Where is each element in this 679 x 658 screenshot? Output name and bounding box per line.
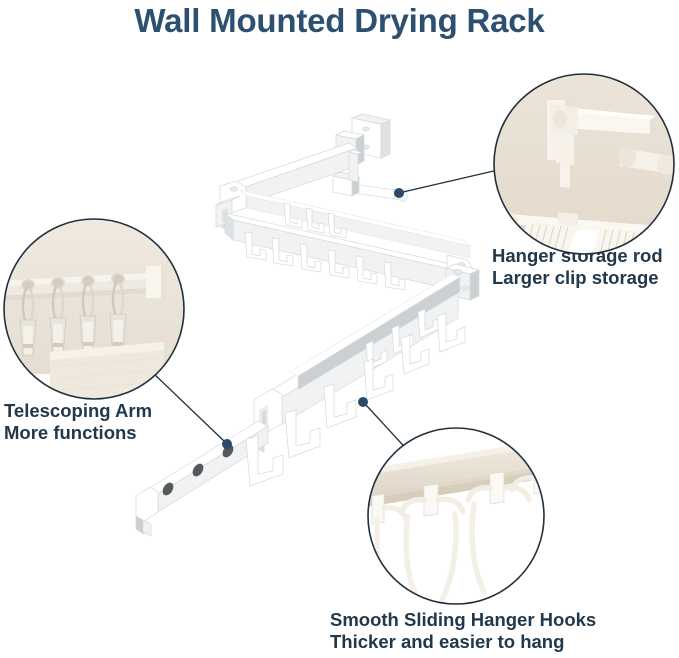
inset-sliding-hooks (367, 427, 545, 605)
callout-dots (222, 188, 404, 449)
inset-hanger-storage (493, 73, 675, 255)
upper-rack-unit (215, 113, 473, 301)
inset-telescoping-arm (3, 218, 185, 400)
upper-hook-row-back (283, 202, 347, 239)
metal-clip (79, 283, 97, 357)
callout-dot-hanger[interactable] (394, 188, 404, 198)
telescoping-arm (135, 420, 269, 535)
callout-line-hanger (402, 169, 499, 193)
callout-line-telescoping (151, 371, 225, 442)
sliding-hanger-hook (465, 471, 532, 595)
callout-dot-telescoping[interactable] (222, 439, 232, 449)
page-title: Wall Mounted Drying Rack (134, 2, 545, 39)
callout-caption-telescoping-arm: Telescoping Arm More functions (4, 400, 153, 443)
lower-hook-row-front (245, 312, 466, 487)
upper-vertical-connector (347, 149, 364, 183)
upper-front-rail (224, 212, 464, 293)
metal-clip (49, 285, 67, 357)
callout-connectors (151, 169, 499, 456)
callout-dot-hooks[interactable] (358, 397, 368, 407)
sliding-hanger-hook (399, 483, 466, 603)
lower-rack-unit (135, 263, 481, 537)
metal-clip (19, 287, 37, 357)
upper-hook-row-front (244, 231, 406, 291)
upper-back-rail (239, 189, 471, 259)
lower-back-rail (289, 273, 461, 391)
callout-caption-sliding-hooks: Smooth Sliding Hanger Hooks Thicker and … (330, 609, 597, 652)
telescoping-arm-end-leg (142, 519, 152, 537)
